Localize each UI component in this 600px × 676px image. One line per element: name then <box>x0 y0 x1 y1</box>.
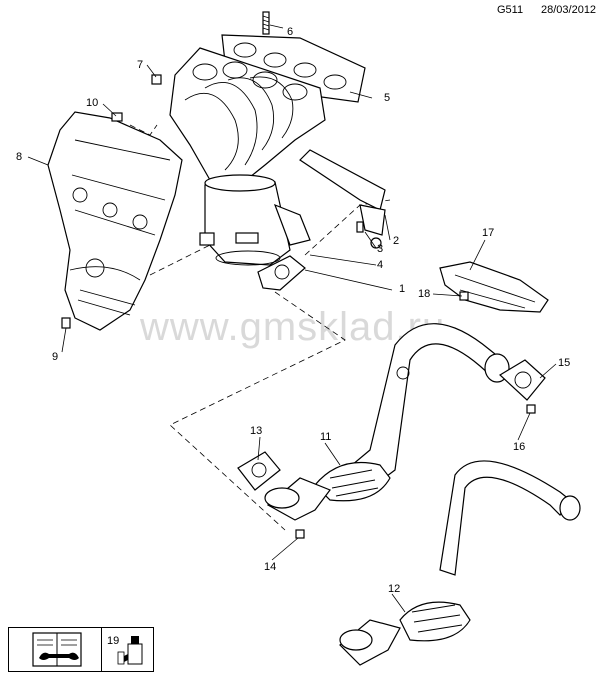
callout-5: 5 <box>384 92 390 104</box>
callout-6: 6 <box>287 26 293 38</box>
callout-8: 8 <box>16 151 22 163</box>
nut <box>295 404 536 539</box>
diagram-code: G511 <box>497 4 524 16</box>
assembly-line <box>169 291 346 531</box>
diagram-date: 28/03/2012 <box>541 4 597 16</box>
intermediate-pipe <box>339 460 581 666</box>
manual-wrench-icon <box>32 632 82 667</box>
pipe-heat-shield <box>439 261 549 313</box>
callout-14: 14 <box>264 561 276 573</box>
callout-3: 3 <box>377 243 383 255</box>
callout-16: 16 <box>513 441 525 453</box>
stud <box>262 11 270 35</box>
callout-15: 15 <box>558 357 570 369</box>
converter-flange <box>257 255 306 291</box>
legend-box: 19 <box>8 627 154 672</box>
exhaust-manifold <box>169 47 326 186</box>
legend-sealant-cell: 19 <box>102 628 153 671</box>
legend-manual-cell <box>9 628 102 671</box>
shield-bolt <box>61 74 162 329</box>
callout-2: 2 <box>393 235 399 247</box>
callout-13: 13 <box>250 425 262 437</box>
callout-10: 10 <box>86 97 98 109</box>
front-pipe <box>264 323 510 521</box>
callout-18: 18 <box>418 288 430 300</box>
manifold-heat-shield <box>47 111 183 331</box>
callout-12: 12 <box>388 583 400 595</box>
callout-7: 7 <box>137 59 143 71</box>
bracket <box>299 149 386 236</box>
callout-4: 4 <box>377 259 383 271</box>
converter-gasket <box>237 451 281 491</box>
callout-9: 9 <box>52 351 58 363</box>
watermark: www.gmsklad.ru <box>139 305 445 349</box>
callout-1: 1 <box>399 283 405 295</box>
callout-17: 17 <box>482 227 494 239</box>
legend-number: 19 <box>107 635 120 647</box>
manifold-catalytic-converter <box>199 174 311 266</box>
callout-11: 11 <box>320 431 331 443</box>
front-pipe-gasket <box>499 359 546 401</box>
sealant-tube-icon <box>117 636 143 665</box>
